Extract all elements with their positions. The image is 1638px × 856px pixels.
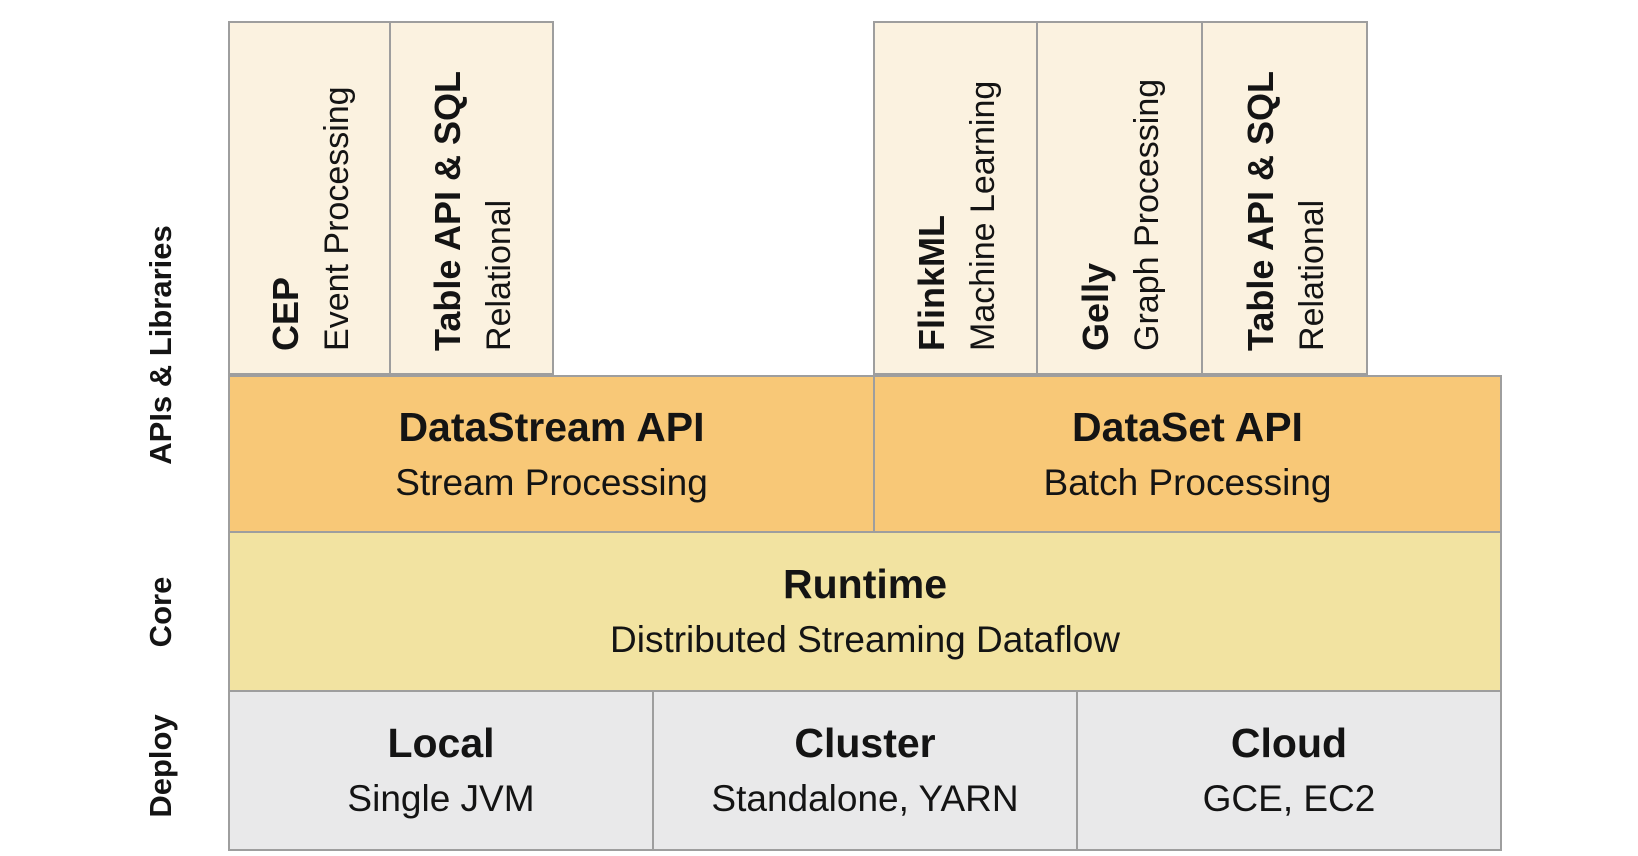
library-box-flinkml: FlinkML Machine Learning <box>873 21 1038 375</box>
library-title: CEP <box>264 276 306 351</box>
batch-libraries-group: FlinkML Machine Learning Gelly Graph Pro… <box>873 21 1368 375</box>
deploy-title: Local <box>387 720 495 767</box>
library-box-table-api-sql-batch: Table API & SQL Relational <box>1203 21 1368 375</box>
libraries-tier: CEP Event Processing Table API & SQL Rel… <box>228 21 1502 375</box>
deploy-title: Cluster <box>794 720 936 767</box>
datastream-api-box: DataStream API Stream Processing <box>230 377 875 531</box>
library-box-cep: CEP Event Processing <box>228 21 391 375</box>
dataset-api-box: DataSet API Batch Processing <box>875 377 1500 531</box>
runtime-title: Runtime <box>783 561 947 608</box>
library-subtitle: Relational <box>479 199 518 351</box>
deploy-tier: Local Single JVM Cluster Standalone, YAR… <box>228 692 1502 851</box>
library-subtitle: Relational <box>1292 199 1331 351</box>
api-title: DataSet API <box>1072 403 1303 450</box>
runtime-subtitle: Distributed Streaming Dataflow <box>610 619 1120 661</box>
deploy-box-cloud: Cloud GCE, EC2 <box>1076 692 1500 849</box>
library-subtitle: Machine Learning <box>963 80 1002 351</box>
api-tier: DataStream API Stream Processing DataSet… <box>228 375 1502 533</box>
side-label-apis-libraries: APIs & Libraries <box>143 225 178 465</box>
side-label-core: Core <box>143 576 178 648</box>
library-box-text: FlinkML Machine Learning <box>910 81 1004 351</box>
stack: CEP Event Processing Table API & SQL Rel… <box>228 21 1502 851</box>
deploy-subtitle: Single JVM <box>347 778 535 820</box>
deploy-box-cluster: Cluster Standalone, YARN <box>652 692 1076 849</box>
stream-libraries-group: CEP Event Processing Table API & SQL Rel… <box>228 21 554 375</box>
side-label-deploy: Deploy <box>143 714 178 818</box>
library-title: FlinkML <box>910 215 952 351</box>
library-subtitle: Graph Processing <box>1127 78 1166 351</box>
library-box-gelly: Gelly Graph Processing <box>1038 21 1203 375</box>
library-title: Table API & SQL <box>426 70 468 351</box>
library-box-text: Table API & SQL Relational <box>1239 71 1333 351</box>
deploy-subtitle: GCE, EC2 <box>1202 778 1376 820</box>
library-subtitle: Event Processing <box>317 86 356 351</box>
library-box-text: Gelly Graph Processing <box>1074 79 1168 351</box>
api-subtitle: Batch Processing <box>1043 461 1332 503</box>
deploy-title: Cloud <box>1230 720 1348 767</box>
runtime-box: Runtime Distributed Streaming Dataflow <box>228 533 1502 692</box>
deploy-subtitle: Standalone, YARN <box>711 778 1019 820</box>
library-box-text: Table API & SQL Relational <box>426 71 520 351</box>
library-box-table-api-sql-stream: Table API & SQL Relational <box>391 21 554 375</box>
api-subtitle: Stream Processing <box>395 461 708 503</box>
library-box-text: CEP Event Processing <box>264 86 358 351</box>
deploy-box-local: Local Single JVM <box>230 692 652 849</box>
library-title: Table API & SQL <box>1239 70 1281 351</box>
api-title: DataStream API <box>398 403 705 450</box>
library-title: Gelly <box>1074 262 1116 351</box>
